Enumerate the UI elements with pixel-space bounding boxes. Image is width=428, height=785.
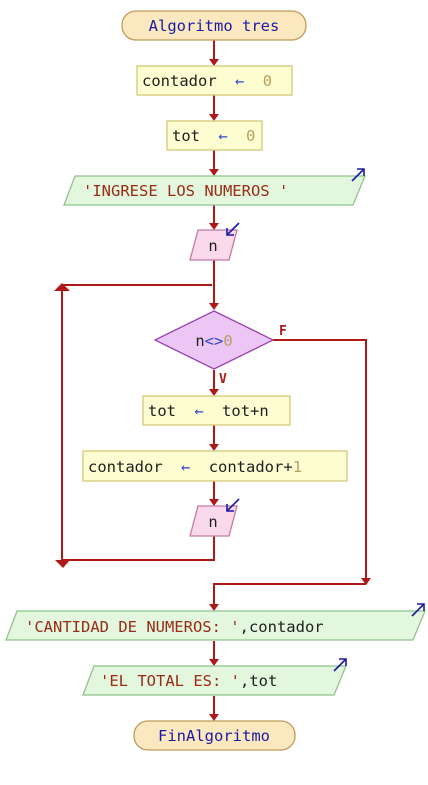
input-arrow-icon xyxy=(226,498,240,512)
input-shape xyxy=(189,229,238,261)
output-string: 'CANTIDAD DE NUMEROS: ' xyxy=(25,618,240,636)
end-label: FinAlgoritmo xyxy=(158,727,270,745)
svg-text:'EL TOTAL ES: ',tot: 'EL TOTAL ES: ',tot xyxy=(100,672,277,690)
output-shape xyxy=(63,175,366,206)
var-name: tot xyxy=(172,127,200,145)
assign-operator: ← xyxy=(181,458,190,476)
output-arrow-icon xyxy=(411,603,425,617)
assign-expr: tot+n xyxy=(222,402,269,420)
input-shape xyxy=(189,505,238,537)
output-rest: ,contador xyxy=(240,618,324,636)
process-shape xyxy=(142,395,291,426)
assign-contador-node: contador ← 0 xyxy=(136,65,293,96)
assign-expr: contador+ xyxy=(209,458,293,476)
arrowhead xyxy=(54,283,70,291)
true-label: V xyxy=(219,372,227,387)
output-rest: ,tot xyxy=(240,672,277,690)
arrowhead xyxy=(209,59,219,66)
arrowhead xyxy=(209,659,219,666)
svg-text:contador ← contado: contador ← contador+1 xyxy=(88,458,302,476)
assign-tot-sum-node: tot ← tot+n xyxy=(142,395,291,426)
svg-text:n<>0: n<>0 xyxy=(195,332,232,350)
condition-left: n xyxy=(195,332,204,350)
arrowhead xyxy=(209,303,219,310)
arrowhead xyxy=(209,444,219,451)
var-name: tot xyxy=(148,402,176,420)
output-shape xyxy=(5,610,426,641)
arrowhead xyxy=(209,499,219,506)
condition-operator: <> xyxy=(205,332,224,350)
arrowhead xyxy=(209,389,219,396)
arrowhead xyxy=(209,114,219,121)
process-shape xyxy=(136,65,293,96)
arrowhead xyxy=(209,714,219,721)
false-label: F xyxy=(279,324,287,339)
read-n-node-2: n xyxy=(189,498,240,537)
process-shape xyxy=(166,120,263,151)
connector-false-branch xyxy=(273,339,367,584)
var-name: contador xyxy=(142,72,217,90)
start-label: Algoritmo tres xyxy=(149,17,280,35)
assign-operator: ← xyxy=(235,72,244,90)
read-var: n xyxy=(208,513,217,531)
arrowhead xyxy=(55,560,70,568)
var-name: contador xyxy=(88,458,163,476)
process-shape xyxy=(82,450,348,482)
assign-value: 0 xyxy=(263,72,272,90)
svg-text:tot ← 0: tot ← 0 xyxy=(172,127,255,145)
svg-text:tot ← tot+n: tot ← tot+n xyxy=(148,402,269,420)
connector-merge xyxy=(213,583,366,606)
assign-operator: ← xyxy=(218,127,227,145)
start-terminal: Algoritmo tres xyxy=(121,10,307,41)
input-arrow-icon xyxy=(226,222,240,236)
output-count-node: 'CANTIDAD DE NUMEROS: ',contador xyxy=(5,603,426,641)
assign-tot-node: tot ← 0 xyxy=(166,120,263,151)
read-n-node-1: n xyxy=(189,222,240,261)
arrowhead xyxy=(209,604,219,611)
assign-value: 0 xyxy=(246,127,255,145)
assign-contador-inc-node: contador ← contador+1 xyxy=(82,450,348,482)
arrowhead xyxy=(361,578,371,585)
assign-number: 1 xyxy=(293,458,302,476)
svg-text:contador ← 0: contador ← 0 xyxy=(142,72,272,90)
connectors xyxy=(54,40,371,721)
output-arrow-icon xyxy=(351,168,365,182)
output-prompt-node: 'INGRESE LOS NUMEROS ' xyxy=(63,168,366,206)
svg-text:'CANTIDAD DE NUMEROS: ',contad: 'CANTIDAD DE NUMEROS: ',contador xyxy=(25,618,324,636)
decision-shape xyxy=(153,310,275,370)
end-shape xyxy=(133,720,296,751)
output-total-node: 'EL TOTAL ES: ',tot xyxy=(82,658,347,696)
arrowhead xyxy=(209,169,219,176)
loop-decision-node: n<>0 F V xyxy=(153,310,287,387)
read-var: n xyxy=(208,237,217,255)
output-arrow-icon xyxy=(333,658,347,672)
assign-operator: ← xyxy=(194,402,203,420)
output-prompt-text: 'INGRESE LOS NUMEROS ' xyxy=(83,182,288,200)
output-string: 'EL TOTAL ES: ' xyxy=(100,672,240,690)
output-shape xyxy=(82,665,347,696)
condition-right: 0 xyxy=(223,332,232,350)
arrowhead xyxy=(209,223,219,230)
start-shape xyxy=(121,10,307,41)
end-terminal: FinAlgoritmo xyxy=(133,720,296,751)
